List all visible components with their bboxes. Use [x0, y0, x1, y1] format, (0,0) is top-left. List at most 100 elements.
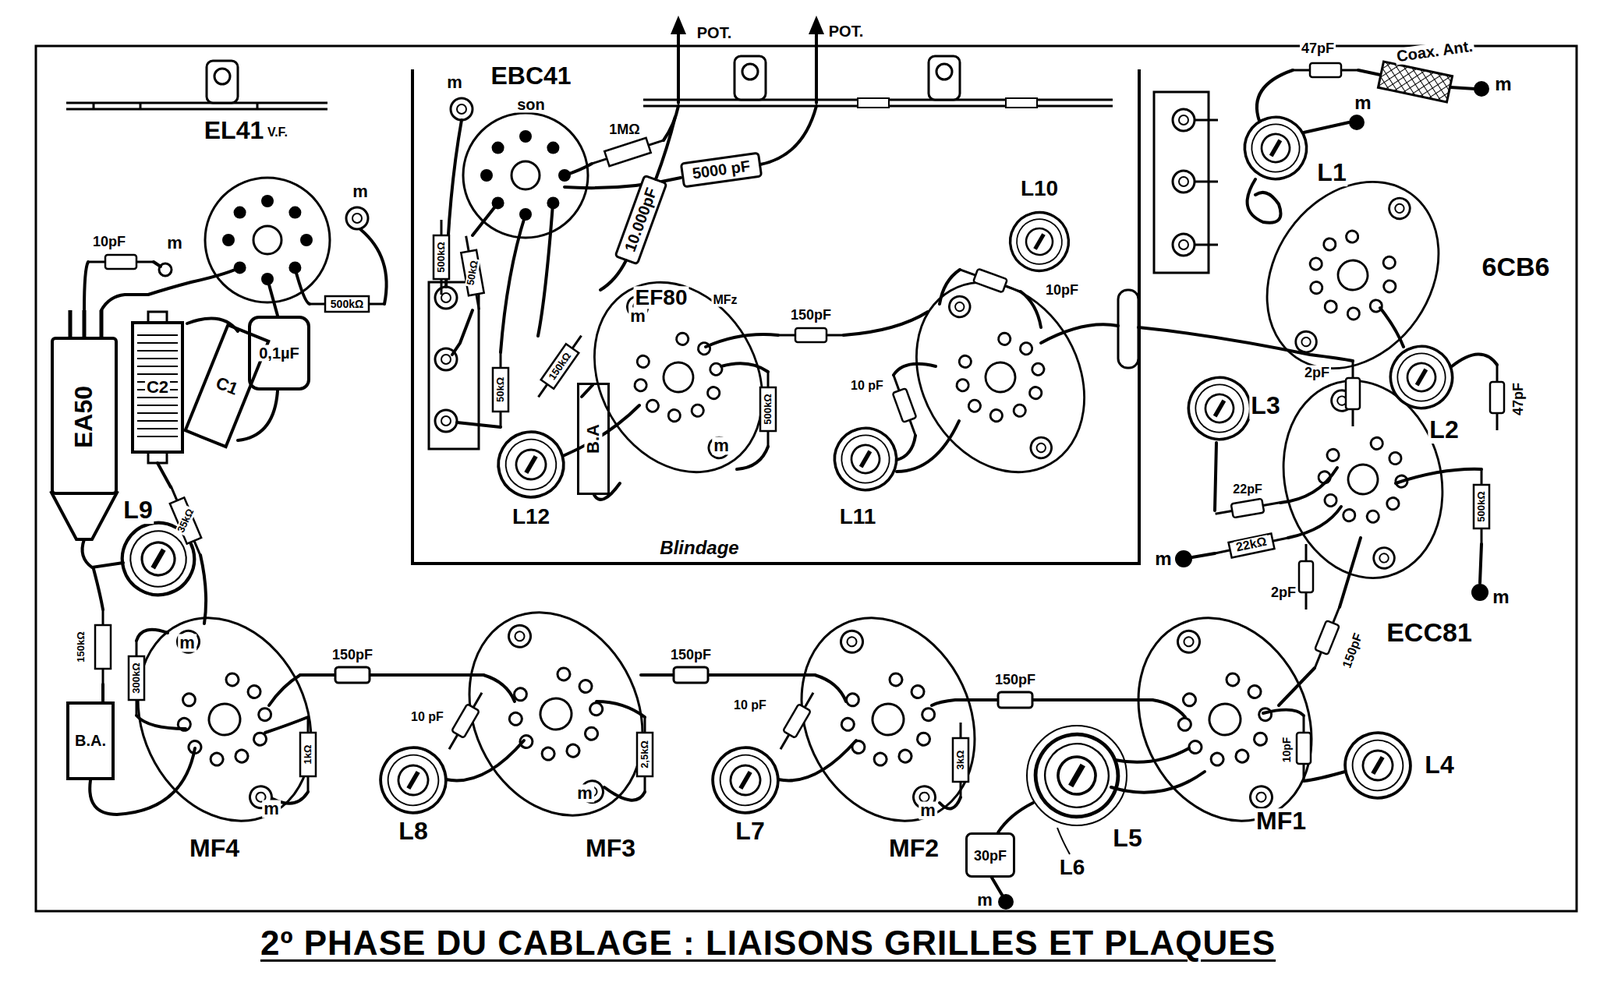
value-label: 1MΩ	[607, 122, 641, 138]
wire	[267, 279, 278, 316]
wire	[84, 261, 89, 311]
wire	[1451, 353, 1498, 367]
value-label: m	[350, 182, 370, 201]
component-label: 30pF	[972, 849, 1009, 864]
ground-point	[1348, 114, 1365, 131]
value-label: 2pF	[1269, 585, 1298, 601]
value-label: 500kΩ	[1476, 489, 1487, 524]
wire	[1192, 553, 1215, 558]
wiring	[82, 61, 1505, 910]
capacitor-symbol	[88, 254, 154, 270]
grommet	[1118, 290, 1139, 369]
eyelet	[1172, 233, 1195, 256]
resistor-symbol	[1473, 469, 1490, 545]
tube-socket: EL41V.F.	[198, 113, 334, 305]
wire	[1263, 710, 1304, 716]
ground-lug	[159, 263, 172, 277]
component-label: MF1	[1254, 808, 1308, 836]
wire	[1380, 307, 1404, 347]
ba-box: B.A.	[66, 701, 115, 781]
value-label: 150kΩ	[545, 349, 574, 383]
value-label: m	[1153, 548, 1173, 569]
wire	[596, 701, 645, 718]
bracket-lug	[734, 56, 766, 100]
coil: L10	[1005, 173, 1073, 273]
wire	[200, 555, 206, 624]
capacitor-symbol	[886, 371, 923, 439]
arrow-head	[808, 15, 825, 35]
value-label: L6	[1058, 856, 1087, 879]
terminal-lug	[1194, 120, 1218, 245]
value-label: m	[628, 307, 648, 326]
capacitor-symbol	[1490, 364, 1505, 431]
value-label: 22kΩ	[1233, 534, 1270, 555]
eyelet	[435, 286, 457, 309]
wire	[705, 334, 779, 347]
wire	[998, 803, 1034, 833]
capacitor-symbol	[1214, 495, 1282, 521]
bracket-slot	[857, 98, 889, 108]
coil: L7	[711, 746, 780, 850]
wire	[1339, 538, 1361, 608]
pot-wire	[678, 32, 817, 103]
component-label: MFz	[711, 293, 739, 308]
wire	[82, 539, 124, 568]
wire	[564, 163, 592, 176]
wire	[1247, 179, 1282, 224]
wire	[1214, 442, 1217, 511]
coil: L9	[117, 492, 196, 598]
capacitor-body	[615, 175, 667, 265]
wire	[1280, 467, 1338, 503]
value-label: m	[575, 784, 595, 803]
tube-socket: 6CB6	[1267, 191, 1558, 344]
value-label: m	[1352, 92, 1373, 113]
value-label: m	[261, 800, 281, 818]
value-label: 2,5kΩ	[639, 739, 651, 771]
component-label: L5	[1111, 825, 1144, 853]
ground-point	[1473, 81, 1490, 97]
wire	[1115, 748, 1190, 763]
component-label: Blindage	[658, 538, 740, 558]
tube-socket-drawing	[769, 589, 1007, 850]
wire	[265, 717, 308, 733]
tube-socket-drawing	[560, 251, 796, 503]
value-label: 150kΩ	[75, 630, 87, 664]
capacitor-symbol	[1308, 605, 1346, 672]
wire	[931, 700, 967, 706]
wire	[1450, 87, 1476, 89]
capacitor-body: C1	[183, 322, 271, 450]
value-label: 10pF	[91, 234, 128, 250]
capacitor-body	[680, 152, 762, 188]
component-label: MF3	[584, 835, 638, 863]
bracket-lug	[206, 60, 238, 103]
resistor-symbol	[952, 722, 969, 798]
value-label: 47pF	[1299, 41, 1336, 57]
wire	[604, 787, 645, 801]
coil-drawing	[368, 736, 458, 825]
wire	[1288, 506, 1342, 539]
tube-socket-drawing	[882, 251, 1118, 503]
wire	[1303, 122, 1349, 133]
resistor-symbol	[95, 609, 111, 685]
wire	[1278, 668, 1315, 706]
resistor-symbol	[458, 234, 487, 312]
component-label: L11	[838, 505, 878, 528]
capacitor-body: 0,1µF	[247, 315, 311, 391]
tube-socket: MF2	[814, 619, 967, 866]
eyelet	[1172, 170, 1195, 193]
component-label: L1	[1315, 159, 1348, 187]
bracket-slot	[1005, 98, 1038, 108]
ba-box: B.A	[576, 382, 610, 496]
wire	[939, 797, 961, 810]
wire-connector	[640, 673, 815, 677]
coil: L4	[1342, 731, 1468, 800]
component-label: C1	[212, 372, 242, 399]
component-label: EBC41	[488, 63, 573, 90]
wire	[1479, 544, 1482, 584]
bracket	[66, 102, 328, 110]
wire	[269, 675, 301, 706]
capacitor-body: C2	[130, 321, 185, 454]
value-label: 500kΩ	[329, 298, 365, 311]
value-label: 10pF	[1044, 283, 1080, 298]
value-label: 500kΩ	[435, 240, 447, 274]
